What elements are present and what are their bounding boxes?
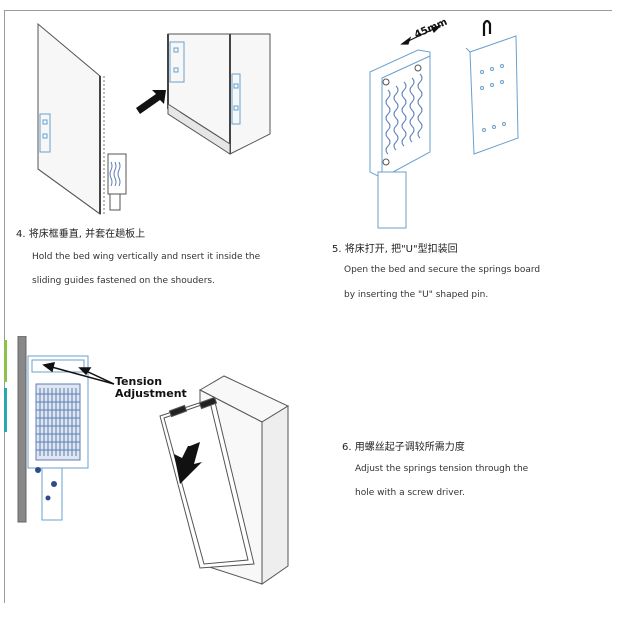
step4-line1: Hold the bed wing vertically and nsert i…: [32, 252, 261, 262]
step5-title: 5. 将床打开, 把"U"型扣装回: [332, 244, 458, 255]
spring-mesh: [35, 383, 81, 461]
mounting-plate: [465, 35, 519, 155]
top-border: [4, 10, 612, 11]
tension-callout-arrows: [42, 362, 115, 385]
step5-line1: Open the bed and secure the springs boar…: [344, 265, 541, 275]
step4-title: 4. 将床框垂直, 并套在趟板上: [16, 229, 146, 240]
accent-stripe-green: [4, 340, 7, 382]
springs: [385, 73, 423, 155]
tension-label-line1: Tension: [115, 375, 163, 388]
step5-illustration: 45mm: [369, 17, 519, 229]
insert-arrow: [136, 90, 166, 114]
adjust-holes: [35, 467, 57, 501]
step6-illustration: [17, 336, 290, 585]
dimension-label: 45mm: [413, 17, 449, 41]
folding-bed-panel: [159, 396, 255, 569]
lower-bar: [377, 171, 407, 229]
step4-illustration: [37, 22, 271, 215]
accent-stripe-teal: [4, 388, 7, 432]
u-pin-icon: [482, 19, 492, 36]
step6-line1: Adjust the springs tension through the: [355, 464, 529, 474]
tension-label: Tension Adjustment: [115, 376, 187, 400]
dimension-marker: [400, 24, 442, 45]
step6-line2: hole with a screw driver.: [355, 488, 465, 498]
left-cabinet-panel: [37, 22, 105, 215]
step5-line2: by inserting the "U" shaped pin.: [344, 290, 489, 300]
bed-mechanism: [107, 153, 127, 211]
left-border: [4, 10, 5, 603]
step6-title: 6. 用螺丝起子调较所需力度: [342, 442, 465, 453]
down-arrow: [174, 442, 202, 484]
tension-label-line2: Adjustment: [115, 387, 187, 400]
left-bracket: [39, 113, 51, 153]
right-brackets: [169, 41, 241, 125]
wall-panel: [17, 336, 27, 523]
step4-line2: sliding guides fastened on the shouders.: [32, 276, 215, 286]
right-cabinet: [167, 33, 271, 155]
